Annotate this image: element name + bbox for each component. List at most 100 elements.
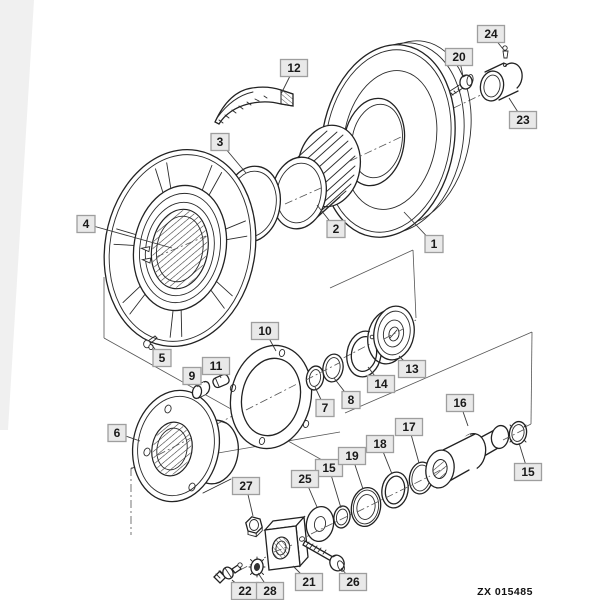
callout-box[interactable] [397, 359, 427, 379]
callout-12[interactable]: 12 [279, 58, 309, 78]
callout-box[interactable] [250, 321, 280, 341]
callout-number: 9 [189, 369, 196, 383]
callout-23[interactable]: 23 [508, 110, 538, 130]
callout-20[interactable]: 20 [444, 47, 474, 67]
callout-box[interactable] [508, 110, 538, 130]
callout-21[interactable]: 21 [294, 572, 324, 592]
callout-number: 5 [159, 351, 166, 365]
callout-box[interactable] [365, 434, 395, 454]
callout-2[interactable]: 2 [326, 219, 346, 239]
callout-box[interactable] [445, 393, 475, 413]
callout-box[interactable] [279, 58, 309, 78]
part-9-spacer [191, 380, 211, 400]
callout-box[interactable] [201, 356, 231, 376]
callout-box[interactable] [338, 572, 368, 592]
callout-4[interactable]: 4 [76, 214, 96, 234]
part-20-bolt [449, 74, 474, 96]
part-12-belt [214, 86, 294, 125]
callout-box[interactable] [444, 47, 474, 67]
callout-number: 2 [333, 222, 340, 236]
callout-box[interactable] [76, 214, 96, 234]
figure-code: ZX 015485 [477, 586, 533, 598]
callout-number: 21 [302, 575, 316, 589]
page-shadow [0, 0, 34, 430]
callout-box[interactable] [366, 374, 396, 394]
construction-line [344, 331, 533, 414]
callout-8[interactable]: 8 [341, 390, 361, 410]
callout-box[interactable] [314, 458, 344, 478]
callout-number: 3 [217, 135, 224, 149]
part-26-bolt [302, 540, 345, 572]
callout-number: 25 [298, 472, 312, 486]
callout-14[interactable]: 14 [366, 374, 396, 394]
callout-25[interactable]: 25 [290, 469, 320, 489]
callout-labels: 1234567891011121314151617181915202122232… [76, 24, 543, 600]
axis-overlay-lines [155, 136, 528, 553]
callout-box[interactable] [326, 219, 346, 239]
callout-6[interactable]: 6 [107, 423, 127, 443]
callout-3[interactable]: 3 [210, 132, 230, 152]
part-18-ring [381, 471, 409, 509]
axis-line [305, 362, 340, 381]
axis-line [310, 513, 353, 535]
callout-5[interactable]: 5 [152, 348, 172, 368]
callout-26[interactable]: 26 [338, 572, 368, 592]
callout-15[interactable]: 15 [314, 458, 344, 478]
callout-number: 7 [322, 401, 329, 415]
axis-line [284, 187, 322, 205]
callout-number: 6 [114, 426, 121, 440]
callout-7[interactable]: 7 [315, 398, 335, 418]
construction-line [329, 249, 414, 289]
callout-box[interactable] [107, 423, 127, 443]
callout-11[interactable]: 11 [201, 356, 231, 376]
callout-number: 4 [83, 217, 90, 231]
callout-box[interactable] [424, 234, 444, 254]
callout-number: 19 [345, 449, 359, 463]
callout-19[interactable]: 19 [337, 446, 367, 466]
part-8-washer [322, 353, 344, 383]
callout-28[interactable]: 28 [255, 581, 285, 600]
part-21-block [263, 515, 309, 571]
callout-number: 10 [258, 324, 272, 338]
callout-number: 23 [516, 113, 530, 127]
part-6-flange [131, 389, 239, 503]
leader-line [85, 223, 173, 249]
axis-line [349, 136, 402, 162]
callout-box[interactable] [210, 132, 230, 152]
callout-box[interactable] [337, 446, 367, 466]
callout-9[interactable]: 9 [182, 366, 202, 386]
callout-box[interactable] [290, 469, 320, 489]
callout-number: 15 [322, 461, 336, 475]
callout-1[interactable]: 1 [424, 234, 444, 254]
callout-17[interactable]: 17 [394, 417, 424, 437]
callout-box[interactable] [476, 24, 506, 44]
axis-line [356, 475, 431, 513]
callout-number: 13 [405, 362, 419, 376]
callout-27[interactable]: 27 [231, 476, 261, 496]
callout-number: 14 [374, 377, 388, 391]
axis-line [383, 328, 404, 340]
callout-24[interactable]: 24 [476, 24, 506, 44]
part-22-grease-fitting [213, 562, 243, 584]
callout-10[interactable]: 10 [250, 321, 280, 341]
callout-box[interactable] [294, 572, 324, 592]
callout-number: 16 [453, 396, 467, 410]
callout-box[interactable] [341, 390, 361, 410]
callout-box[interactable] [231, 476, 261, 496]
callout-box[interactable] [182, 366, 202, 386]
callout-number: 17 [402, 420, 416, 434]
callout-13[interactable]: 13 [397, 359, 427, 379]
callout-15[interactable]: 15 [513, 462, 543, 482]
axis-line [245, 383, 298, 411]
callout-box[interactable] [315, 398, 335, 418]
callout-box[interactable] [152, 348, 172, 368]
callout-16[interactable]: 16 [445, 393, 475, 413]
axis-line [155, 235, 207, 258]
callout-box[interactable] [394, 417, 424, 437]
part-15-ring-left [333, 505, 351, 529]
callout-box[interactable] [513, 462, 543, 482]
callout-22[interactable]: 22 [230, 581, 260, 600]
callout-18[interactable]: 18 [365, 434, 395, 454]
